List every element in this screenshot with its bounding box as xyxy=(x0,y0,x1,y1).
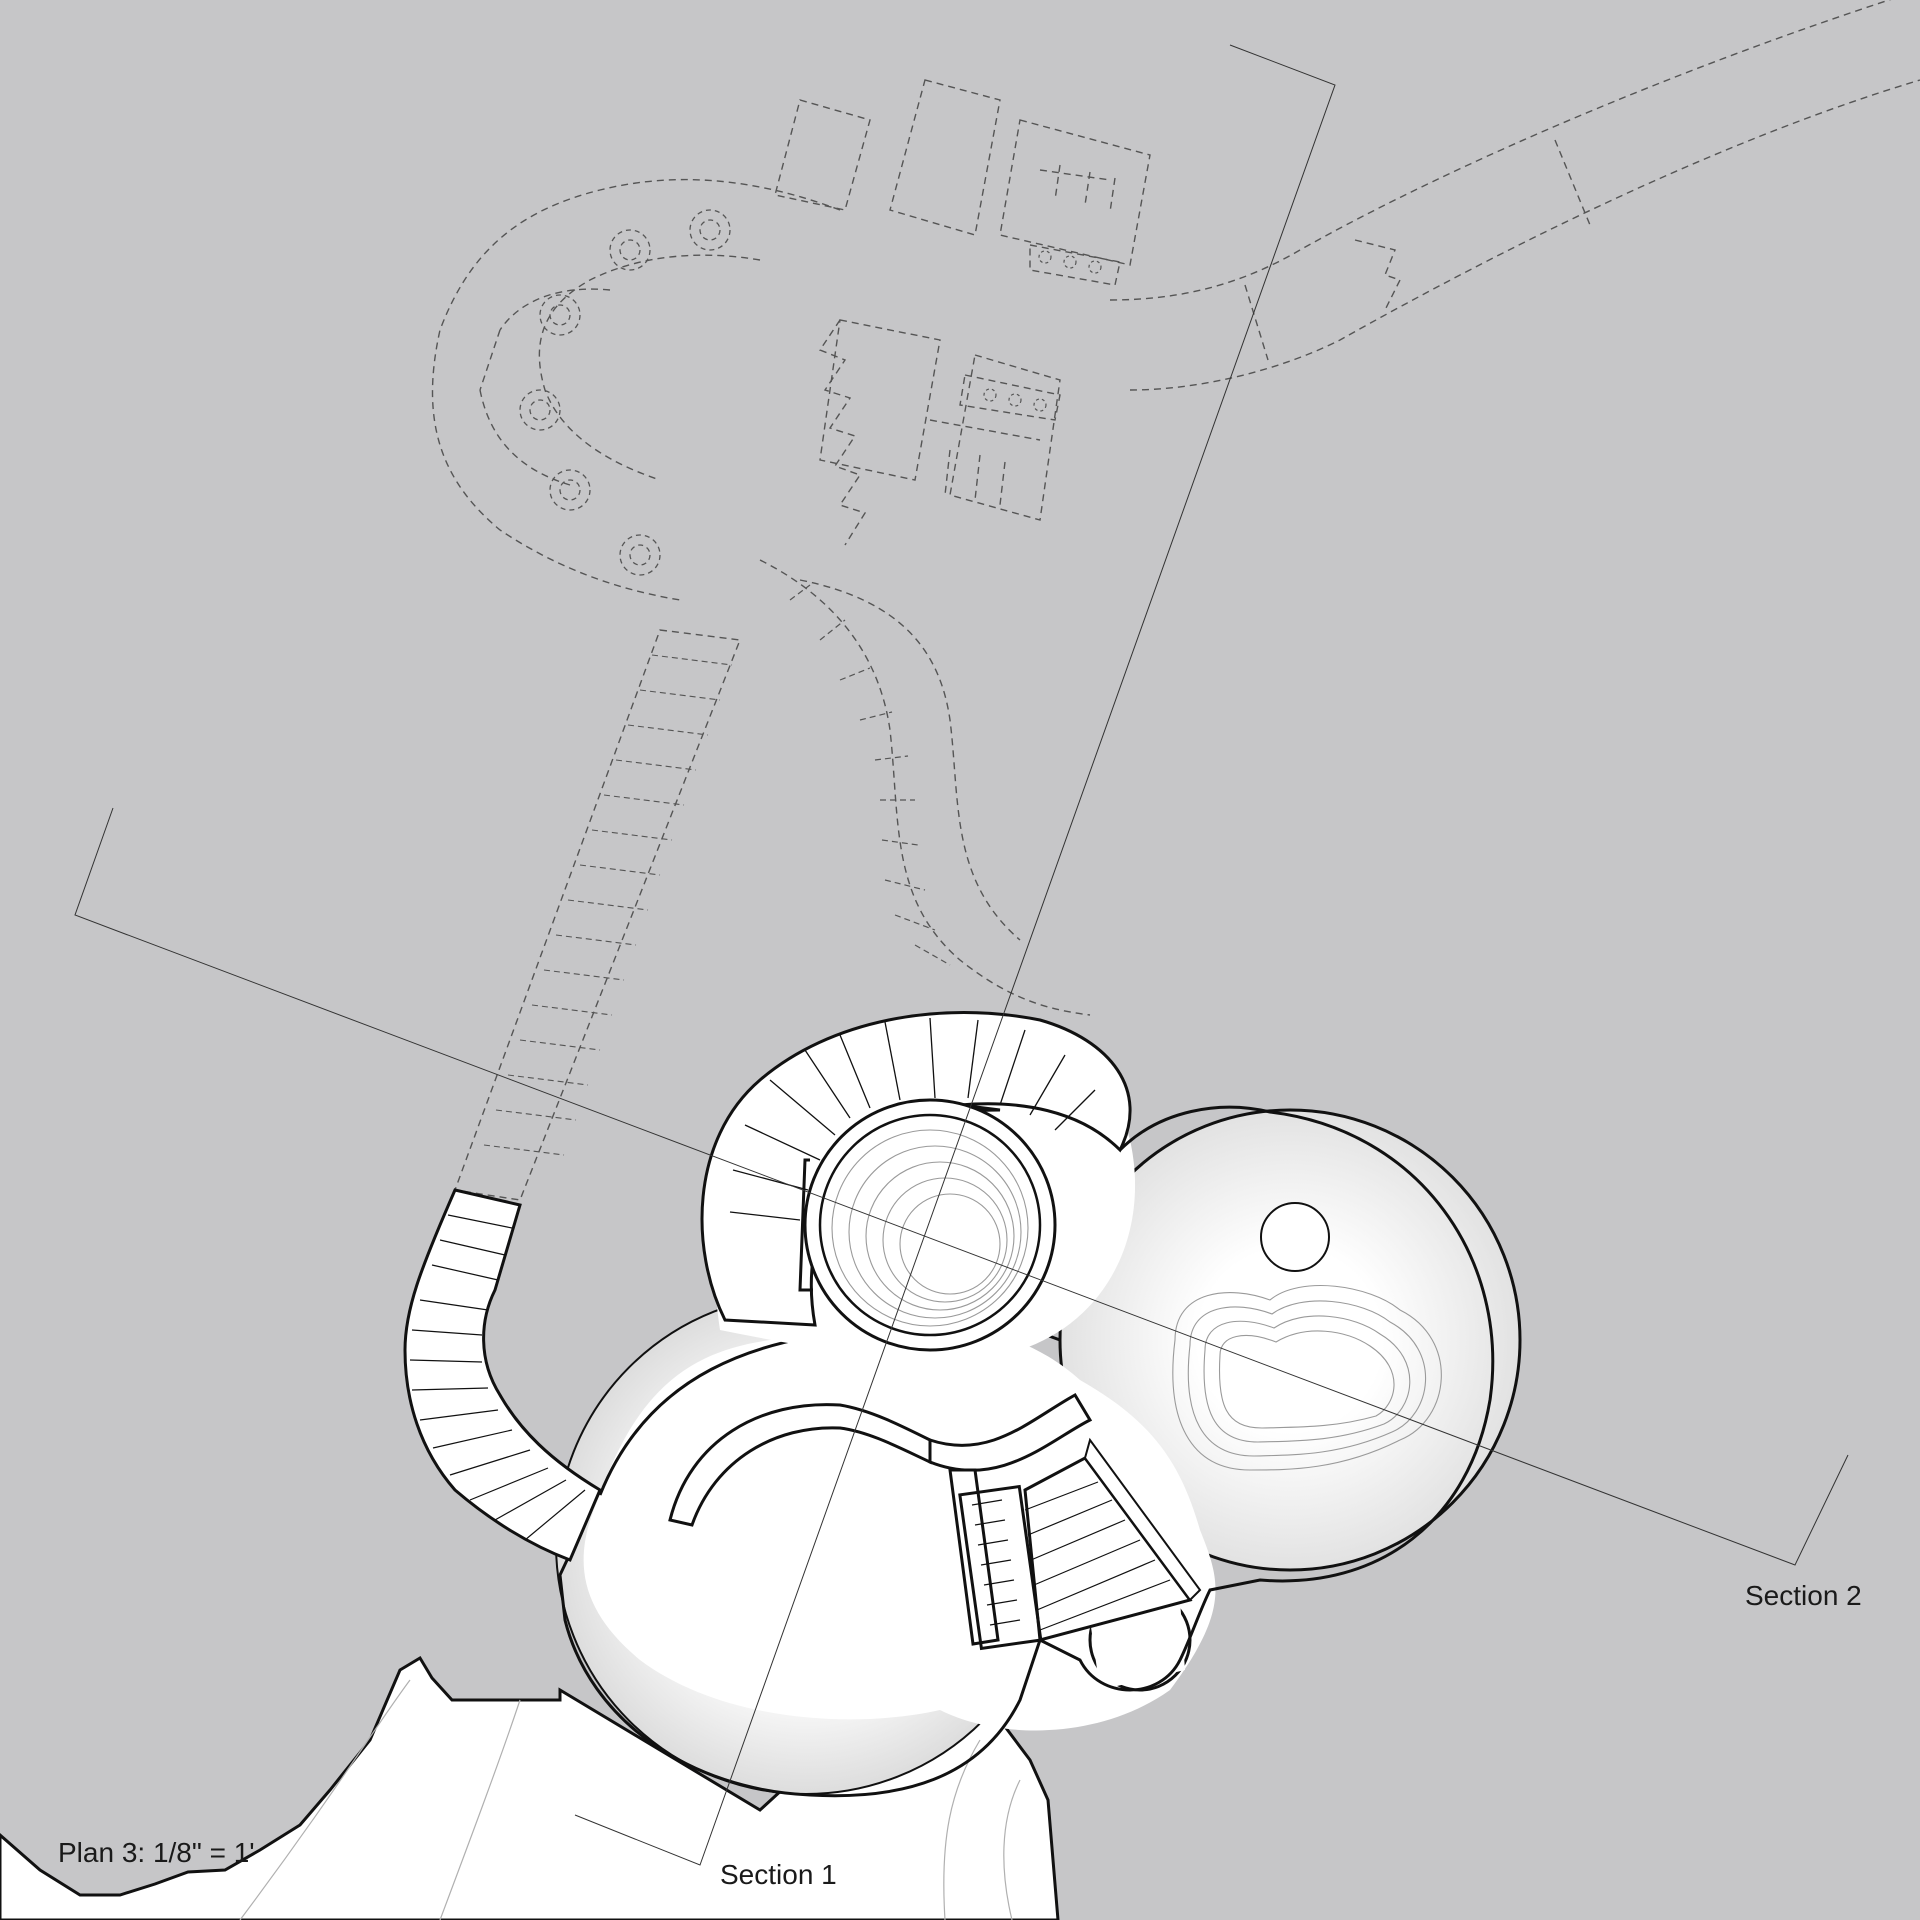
terrain xyxy=(0,1655,1060,1920)
plan-scale-label: Plan 3: 1/8" = 1' xyxy=(58,1837,255,1868)
section-2-label: Section 2 xyxy=(1745,1580,1862,1611)
straight-stair-treads xyxy=(483,654,733,1156)
building-outer-wall xyxy=(558,1105,1495,1798)
building-floor xyxy=(555,1021,1522,1795)
entry-curved-stair xyxy=(403,1188,602,1562)
right-room-features xyxy=(1172,1202,1442,1471)
ramp-treads xyxy=(789,584,951,966)
section-cut-lines xyxy=(74,44,1849,1866)
section-1-label: Section 1 xyxy=(720,1859,837,1890)
upper-level-hidden-lines xyxy=(431,0,1920,1201)
interior-stairs xyxy=(948,1437,1202,1651)
central-circle-room xyxy=(798,1098,1057,1352)
parking-bollards xyxy=(983,250,1102,412)
curved-interior-wall-2 xyxy=(928,1392,1093,1472)
tree-well-circles xyxy=(519,209,731,576)
